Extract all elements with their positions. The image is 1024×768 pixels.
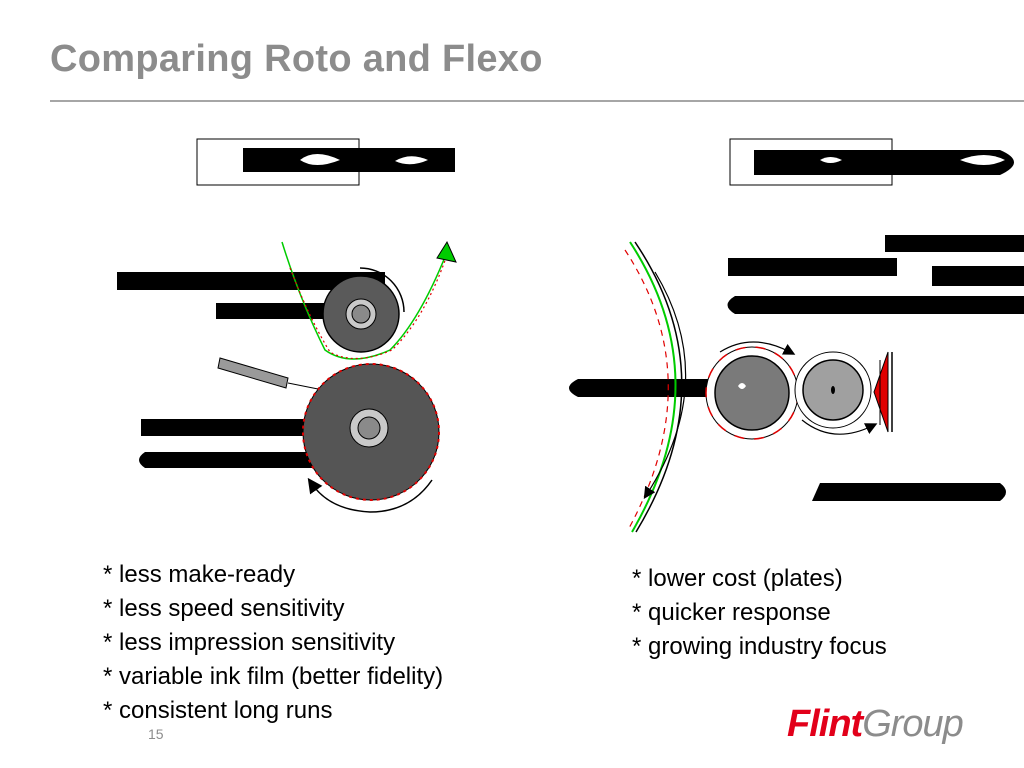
logo-text-group: Group: [862, 703, 964, 745]
page-number: 15: [148, 726, 164, 742]
list-item: * lower cost (plates): [632, 565, 843, 592]
roto-rotation-arrow: [307, 477, 433, 513]
logo-text-flint: Flint: [787, 703, 863, 745]
flexo-label-blob: [728, 258, 897, 276]
flexo-label-blob: [812, 483, 1006, 501]
flexo-label-blob: [932, 266, 1024, 286]
roto-benefits-list: * less make-ready * less speed sensitivi…: [103, 558, 443, 728]
flexo-label-blob: [727, 296, 1024, 314]
list-item: * less make-ready: [103, 561, 296, 588]
anilox-roller: [794, 351, 872, 429]
gravure-cylinder: [302, 363, 440, 501]
plate-rotation-arrow: [719, 341, 796, 355]
roto-web-path: [281, 241, 448, 360]
flexo-label-blob: [885, 235, 1024, 252]
flexo-benefits-list: * lower cost (plates) * quicker response…: [632, 562, 887, 664]
central-impression-drum: [624, 241, 687, 533]
web-direction-arrow: [436, 240, 457, 263]
impression-roller: [322, 267, 405, 353]
list-item: * less impression sensitivity: [103, 629, 396, 656]
roto-diagram: [117, 138, 457, 513]
flexo-header-box: [729, 138, 1014, 186]
slide-title: Comparing Roto and Flexo: [50, 38, 543, 80]
press-diagrams: [117, 138, 1024, 533]
ink-chamber: [873, 351, 893, 433]
roto-header-box: [196, 138, 455, 186]
roto-ink-path: [289, 254, 448, 360]
list-item: * consistent long runs: [103, 697, 333, 724]
list-item: * variable ink film (better fidelity): [103, 663, 444, 690]
anilox-rotation-arrow: [801, 419, 878, 435]
flexo-diagram: [569, 138, 1024, 533]
plate-cylinder: [705, 346, 799, 440]
flint-group-logo: FlintGroup: [787, 703, 964, 746]
list-item: * growing industry focus: [632, 633, 887, 660]
doctor-blade: [217, 357, 319, 390]
list-item: * less speed sensitivity: [103, 595, 345, 622]
list-item: * quicker response: [632, 599, 831, 626]
title-divider: [50, 100, 1024, 102]
roto-label-blob: [117, 272, 385, 290]
